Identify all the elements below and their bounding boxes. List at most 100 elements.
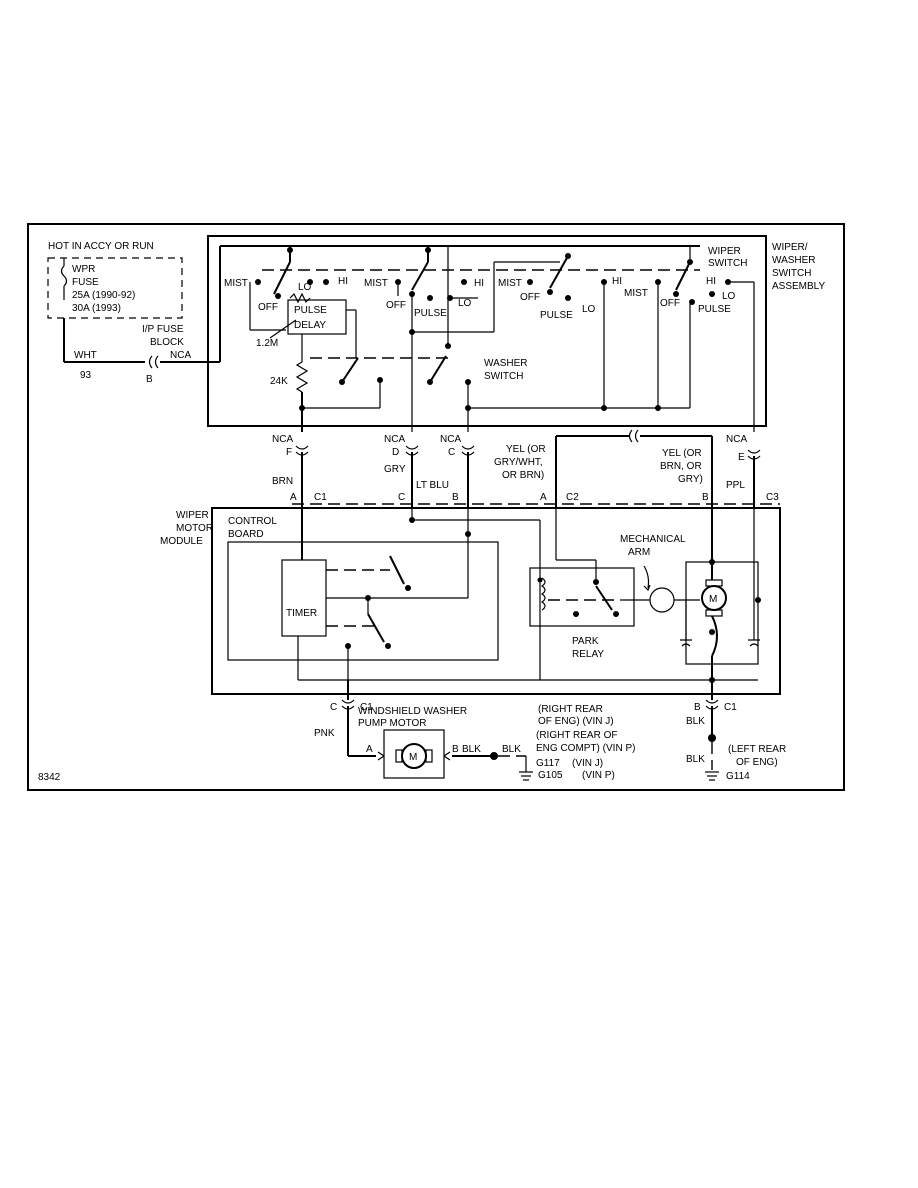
motor-c1: C1	[724, 702, 737, 713]
lo-label-3: LO	[582, 304, 596, 315]
pump-pin-b: B	[452, 744, 459, 755]
pin-a-c1: A	[290, 492, 297, 503]
ip-fuse-label-2: BLOCK	[150, 337, 184, 348]
nca-e-1: NCA	[726, 434, 747, 445]
assembly-line-3: SWITCH	[772, 268, 811, 279]
motor-pin-b: B	[694, 702, 701, 713]
assembly-line-1: WIPER/	[772, 242, 808, 253]
washer-pump-2: PUMP MOTOR	[358, 718, 427, 729]
pump-pin-a: A	[366, 744, 373, 755]
label-c1: C1	[314, 492, 327, 503]
off-label-4: OFF	[660, 298, 680, 309]
figure-id: 8342	[38, 772, 61, 783]
wire-blk-4: BLK	[686, 754, 705, 765]
label-c3: C3	[766, 492, 779, 503]
nca-d-2: D	[392, 447, 399, 458]
pulse-delay-1: PULSE	[294, 305, 327, 316]
yel-c3-3: GRY)	[678, 474, 703, 485]
off-label-1: OFF	[258, 302, 278, 313]
resistor-24k-label: 24K	[270, 376, 288, 387]
module-line-2: MOTOR	[176, 523, 213, 534]
timer-box	[281, 559, 327, 637]
pin-b-c3: B	[702, 492, 709, 503]
wire-ppl: PPL	[726, 480, 745, 491]
ground-g105: G105	[538, 770, 563, 781]
wire-gry: GRY	[384, 464, 406, 475]
connector-b-power: B	[146, 374, 153, 385]
bottom-c1: C1	[360, 702, 373, 713]
nca-c-2: C	[448, 447, 455, 458]
relay-coil	[540, 577, 546, 611]
hi-label-2: HI	[474, 278, 484, 289]
label-c2: C2	[566, 492, 579, 503]
fuse-block-outline	[47, 257, 183, 319]
wire-blk-1: BLK	[462, 744, 481, 755]
resistor-pulse	[289, 292, 311, 304]
washer-pump-1: WINDSHIELD WASHER	[358, 706, 467, 717]
pulse-delay-2: DELAY	[294, 320, 326, 331]
bottom-pin-c: C	[330, 702, 337, 713]
motor-module-box	[211, 507, 781, 695]
ground-note-3: (RIGHT REAR OF	[536, 730, 617, 741]
mist-label-2: MIST	[364, 278, 388, 289]
nca-e-2: E	[738, 452, 745, 463]
diagram-frame	[27, 223, 845, 791]
ground-g117-vin: (VIN J)	[572, 758, 603, 769]
yel-c2-3: OR BRN)	[502, 470, 544, 481]
fuse-line-4: 30A (1993)	[72, 303, 121, 314]
module-line-3: MODULE	[160, 536, 203, 547]
switch-assembly-box	[207, 235, 767, 427]
park-relay-1: PARK	[572, 636, 599, 647]
fuse-line-2: FUSE	[72, 277, 99, 288]
hi-label-1: HI	[338, 276, 348, 287]
connector-nca-power: NCA	[170, 350, 191, 361]
resistor-12m: 1.2M	[256, 338, 278, 349]
timer-label: TIMER	[286, 608, 317, 619]
lo-label-4: LO	[722, 291, 736, 302]
motor-m: M	[709, 594, 717, 605]
lo-label-2: LO	[458, 298, 472, 309]
pulse-label-4: PULSE	[698, 304, 731, 315]
nca-c-1: NCA	[440, 434, 461, 445]
module-line-1: WIPER	[176, 510, 209, 521]
washer-switch-1: WASHER	[484, 358, 528, 369]
wire-brn: BRN	[272, 476, 293, 487]
control-board-2: BOARD	[228, 529, 264, 540]
hot-label: HOT IN ACCY OR RUN	[48, 241, 154, 252]
nca-f-2: F	[286, 447, 292, 458]
control-board-1: CONTROL	[228, 516, 277, 527]
pin-a-c2: A	[540, 492, 547, 503]
left-rear-2: OF ENG)	[736, 757, 778, 768]
washer-pump-box	[383, 729, 445, 779]
park-relay-2: RELAY	[572, 649, 604, 660]
ground-g117: G117	[536, 758, 560, 769]
mechanical-arm-cam	[649, 587, 675, 613]
mist-label-1: MIST	[224, 278, 248, 289]
nca-f-1: NCA	[272, 434, 293, 445]
wire-pnk: PNK	[314, 728, 335, 739]
fuse-line-3: 25A (1990-92)	[72, 290, 135, 301]
yel-c3-1: YEL (OR	[662, 448, 702, 459]
ground-g114: G114	[726, 771, 750, 782]
wiper-switch-label-1: WIPER	[708, 246, 741, 257]
assembly-line-2: WASHER	[772, 255, 816, 266]
ground-note-2: OF ENG) (VIN J)	[538, 716, 614, 727]
pulse-label-3: PULSE	[540, 310, 573, 321]
mech-arm-1: MECHANICAL	[620, 534, 686, 545]
ground-note-4: ENG COMPT) (VIN P)	[536, 743, 635, 754]
ip-fuse-label-1: I/P FUSE	[142, 324, 184, 335]
wire-lt-blu: LT BLU	[416, 480, 449, 491]
pin-b-c1: B	[452, 492, 459, 503]
nca-d-1: NCA	[384, 434, 405, 445]
washer-switch-2: SWITCH	[484, 371, 523, 382]
resistor-24k	[295, 361, 309, 393]
off-label-2: OFF	[386, 300, 406, 311]
mech-arm-2: ARM	[628, 547, 650, 558]
control-board-box	[227, 541, 499, 661]
wiper-switch-label-2: SWITCH	[708, 258, 747, 269]
wire-blk-2: BLK	[502, 744, 521, 755]
ground-g105-vin: (VIN P)	[582, 770, 615, 781]
fuse-line-1: WPR	[72, 264, 95, 275]
connector-b-symbol	[148, 355, 159, 369]
